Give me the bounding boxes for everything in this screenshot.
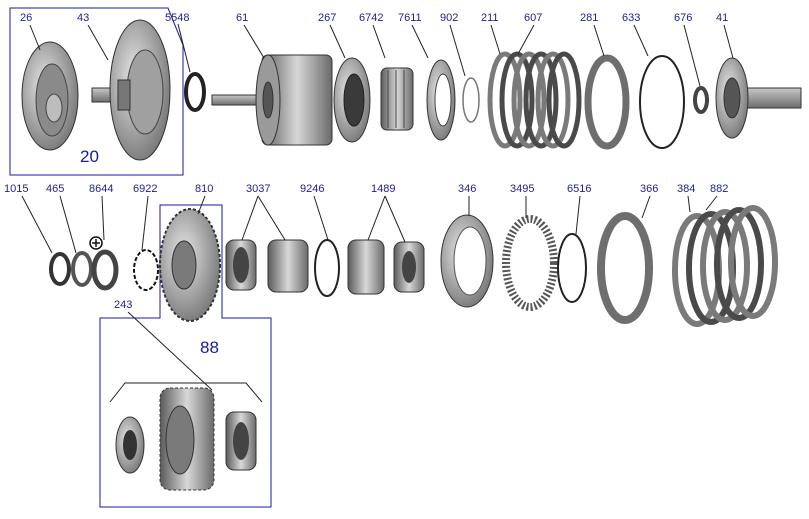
callout-1015[interactable]: 1015 (4, 183, 28, 195)
detail-marker-icon (89, 236, 103, 250)
group-label-88[interactable]: 88 (200, 338, 219, 357)
pump-cover-26 (21, 41, 79, 151)
callout-384[interactable]: 384 (677, 183, 695, 195)
snap-ring-6516 (557, 233, 587, 303)
kit-88-bearing-left (115, 416, 145, 474)
roller-bearing-6742 (380, 67, 414, 131)
reaction-plate-366 (597, 212, 653, 324)
kit-88-bracket (109, 382, 263, 403)
piston-267 (333, 57, 371, 143)
callout-6742[interactable]: 6742 (359, 12, 383, 24)
callout-633[interactable]: 633 (622, 12, 640, 24)
callout-607[interactable]: 607 (524, 12, 542, 24)
kit-88-bearing-right (225, 411, 257, 471)
output-gear-810 (159, 208, 221, 322)
callout-346[interactable]: 346 (458, 183, 476, 195)
callout-41[interactable]: 41 (716, 12, 728, 24)
leader-lines (21, 23, 734, 391)
bearing-cone-1489-b (393, 241, 425, 293)
callout-7611[interactable]: 7611 (398, 12, 422, 24)
lock-washer-6922 (133, 249, 159, 291)
kit-88-gear (159, 387, 215, 491)
seal-346 (440, 214, 494, 308)
clutch-pack-384-882 (672, 205, 778, 327)
callout-243[interactable]: 243 (114, 299, 132, 311)
callout-9246[interactable]: 9246 (300, 183, 324, 195)
callout-6516[interactable]: 6516 (567, 183, 591, 195)
callout-882[interactable]: 882 (710, 183, 728, 195)
clutch-drum-61 (211, 54, 333, 146)
bearing-cup-3037-b (267, 239, 309, 293)
bearing-race-3037-a (225, 239, 257, 291)
callout-211[interactable]: 211 (481, 12, 499, 24)
group-box-88 (99, 204, 272, 508)
callout-8644[interactable]: 8644 (89, 183, 113, 195)
group-box-20 (9, 7, 184, 176)
sun-gear-41 (715, 57, 802, 139)
callout-465[interactable]: 465 (46, 183, 64, 195)
o-ring-902 (462, 77, 480, 123)
callout-1489[interactable]: 1489 (371, 183, 395, 195)
ring-7611 (426, 59, 456, 141)
group-label-20[interactable]: 20 (80, 147, 99, 166)
snap-ring-9246 (314, 239, 340, 297)
callout-676[interactable]: 676 (674, 12, 692, 24)
callout-26[interactable]: 26 (20, 12, 32, 24)
seal-ring-5548 (184, 72, 206, 112)
callout-43[interactable]: 43 (77, 12, 89, 24)
needle-bearing-3495 (502, 215, 558, 311)
callout-3037[interactable]: 3037 (246, 183, 270, 195)
callout-810[interactable]: 810 (195, 183, 213, 195)
washer-676 (693, 86, 709, 114)
callout-3495[interactable]: 3495 (510, 183, 534, 195)
washer-1015 (49, 252, 71, 286)
callout-5548[interactable]: 5548 (165, 12, 189, 24)
washer-465 (71, 251, 93, 287)
pump-body-43 (91, 19, 171, 161)
bearing-cup-1489-a (347, 239, 385, 295)
nut-8644 (91, 249, 119, 291)
callout-366[interactable]: 366 (640, 183, 658, 195)
callout-267[interactable]: 267 (318, 12, 336, 24)
callout-281[interactable]: 281 (580, 12, 598, 24)
pressure-plate-281 (584, 54, 630, 150)
snap-ring-633 (639, 55, 685, 149)
callout-902[interactable]: 902 (440, 12, 458, 24)
callout-6922[interactable]: 6922 (133, 183, 157, 195)
clutch-pack-211-607 (487, 51, 582, 149)
callout-61[interactable]: 61 (236, 12, 248, 24)
